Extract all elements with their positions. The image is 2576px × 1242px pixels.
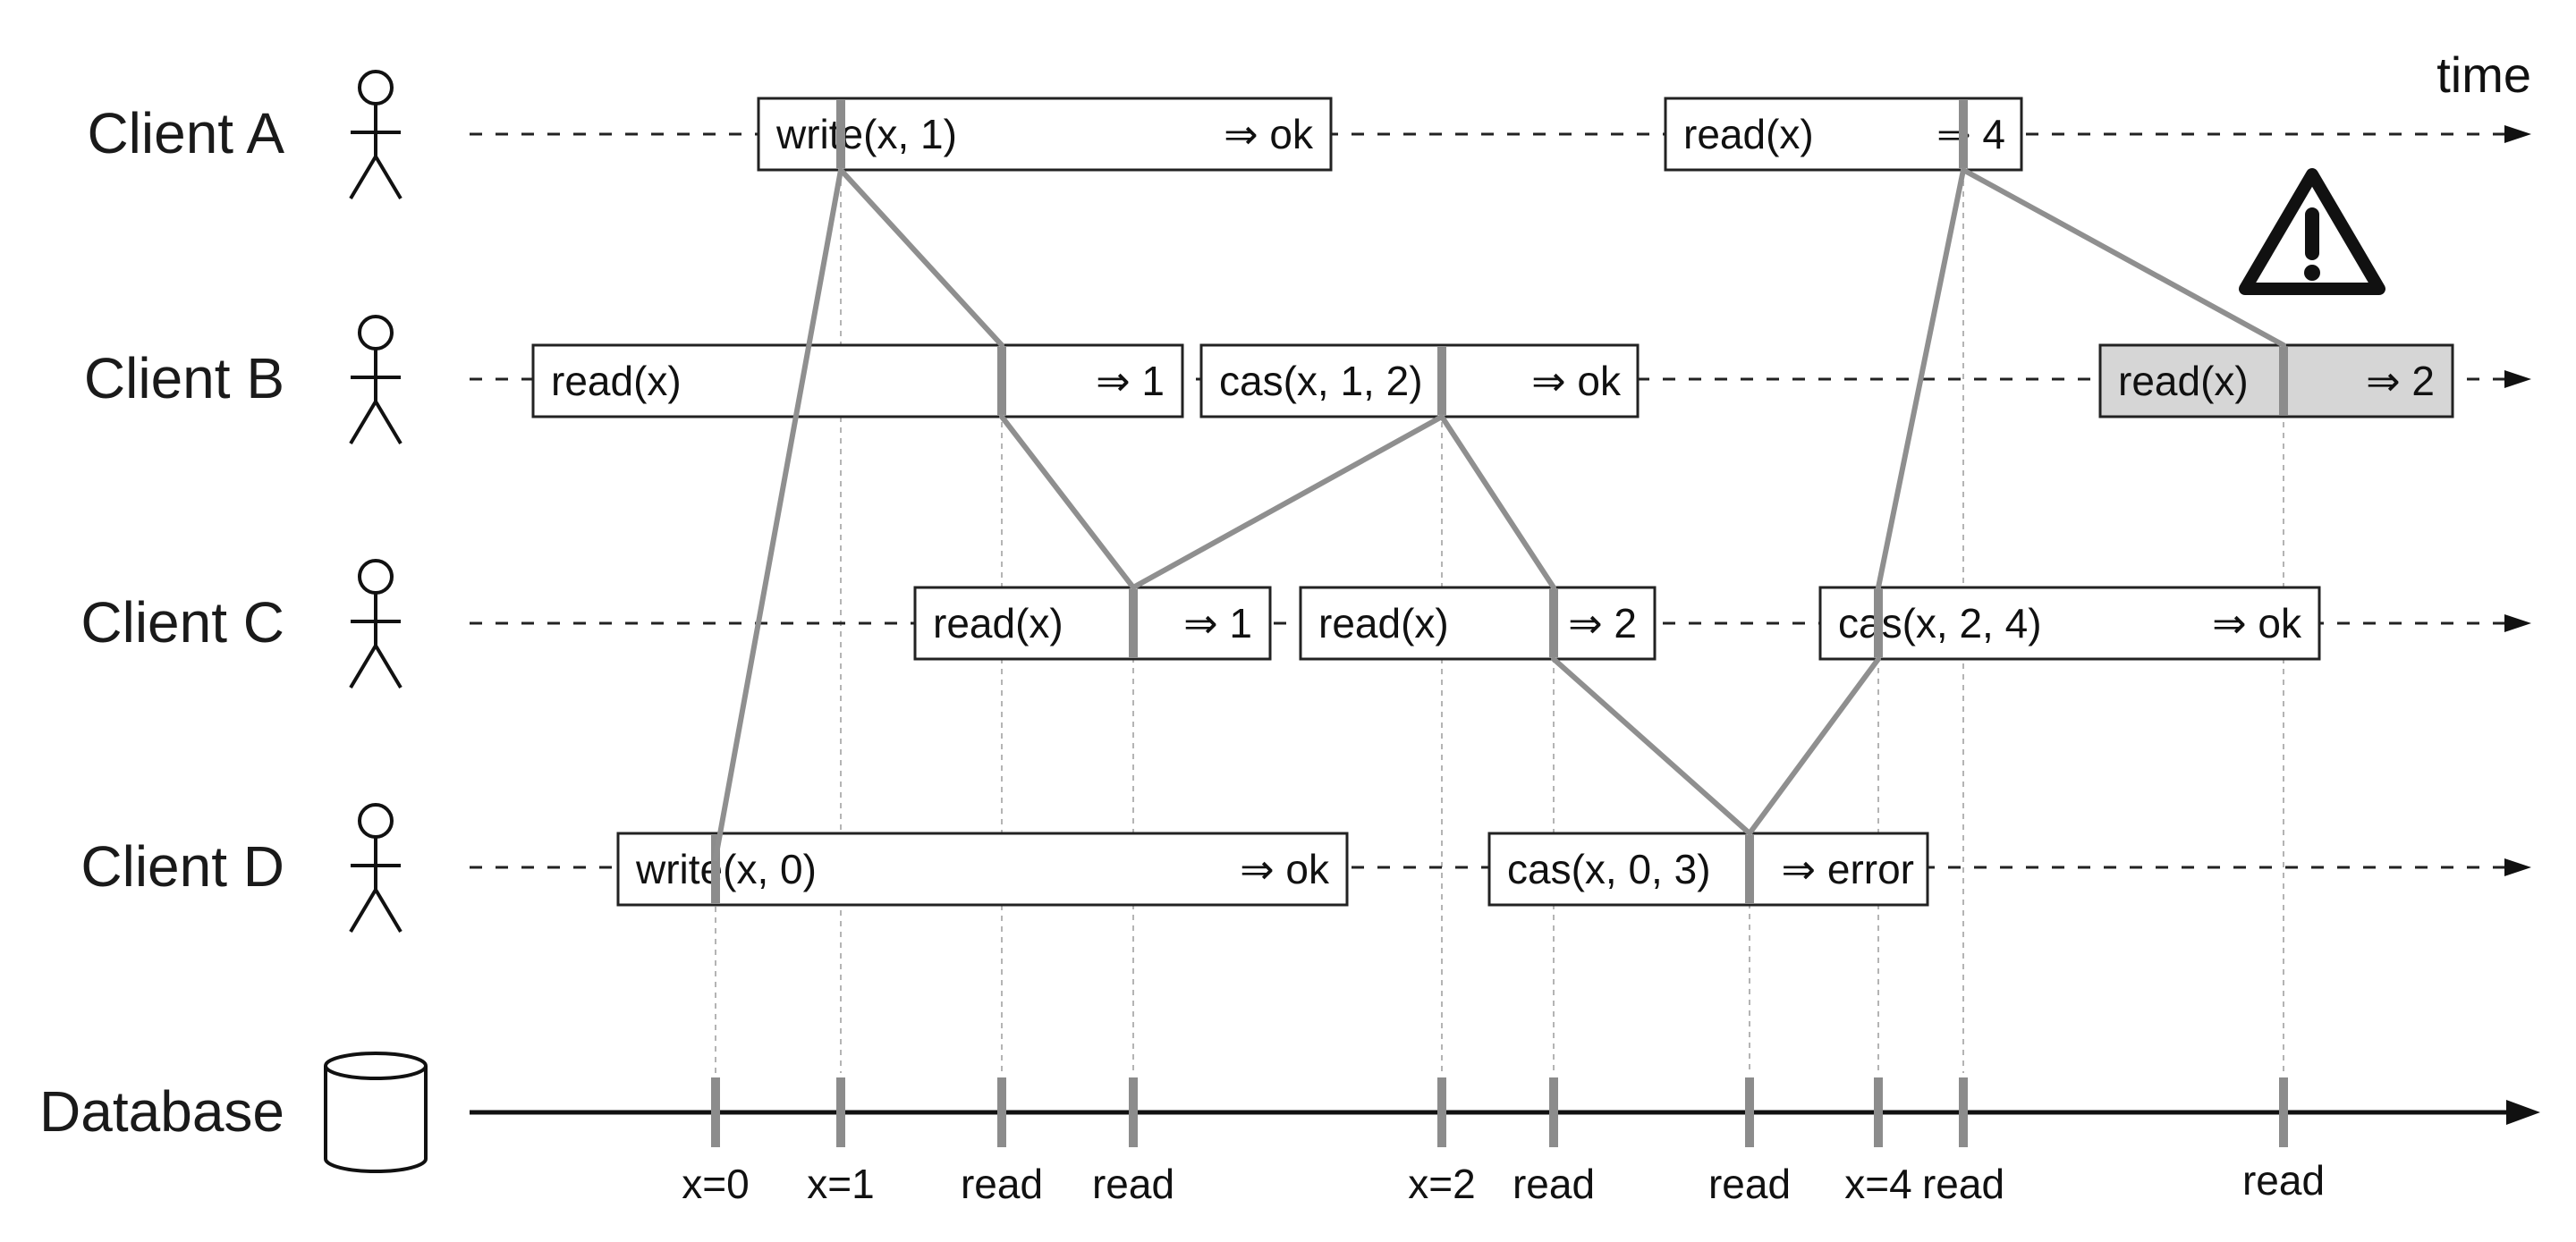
client-label-d: Client D bbox=[80, 834, 284, 899]
operation-label: write(x, 0) bbox=[635, 846, 817, 892]
operation-label: read(x) bbox=[933, 600, 1063, 646]
client-label-b: Client B bbox=[84, 346, 284, 410]
db-tick-label: x=1 bbox=[807, 1161, 874, 1207]
operation-label: read(x) bbox=[551, 358, 682, 404]
operation-result: ⇒ 4 bbox=[1936, 111, 2005, 157]
ordering-line bbox=[1747, 656, 1881, 836]
person-icon bbox=[349, 803, 402, 934]
operation-label: cas(x, 1, 2) bbox=[1219, 358, 1423, 404]
ordering-line bbox=[1876, 167, 1966, 590]
operation-box: cas(x, 0, 3) ⇒ error bbox=[1487, 832, 1929, 907]
operation-box: read(x) ⇒ 1 bbox=[531, 343, 1184, 418]
db-tick-label: read bbox=[2242, 1157, 2325, 1204]
ordering-line bbox=[838, 167, 1004, 348]
client-label-a: Client A bbox=[87, 101, 284, 165]
operation-result: ⇒ 2 bbox=[1568, 600, 1637, 646]
operation-box: cas(x, 1, 2) ⇒ ok bbox=[1199, 343, 1640, 418]
operation-boxes: write(x, 1) ⇒ ok read(x) ⇒ 4 read(x) ⇒ 1… bbox=[531, 97, 2454, 907]
time-label: time bbox=[2436, 46, 2531, 103]
database-row: Database x=0 x=1 read read x=2 read read… bbox=[39, 1052, 2540, 1207]
db-tick-label: read bbox=[1092, 1161, 1174, 1207]
operation-label: read(x) bbox=[1683, 111, 1814, 157]
timeline-arrowhead-a bbox=[2504, 125, 2531, 143]
client-label-c: Client C bbox=[80, 590, 284, 655]
db-tick-label: read bbox=[1708, 1161, 1791, 1207]
ordering-line bbox=[1131, 414, 1445, 590]
operation-result: ⇒ 2 bbox=[2366, 358, 2435, 404]
person-icons bbox=[349, 70, 402, 934]
database-label: Database bbox=[39, 1079, 284, 1144]
db-tick-label: read bbox=[1922, 1161, 2004, 1207]
operation-label: cas(x, 2, 4) bbox=[1838, 600, 2042, 646]
operation-label: cas(x, 0, 3) bbox=[1507, 846, 1711, 892]
operation-box: read(x) ⇒ 2 bbox=[1299, 586, 1657, 661]
operation-result: ⇒ ok bbox=[1240, 846, 1330, 892]
operation-label: write(x, 1) bbox=[775, 111, 957, 157]
linearization-markers bbox=[711, 100, 2288, 903]
ordering-line bbox=[713, 167, 843, 861]
ordering-line bbox=[1439, 414, 1556, 590]
person-icon bbox=[349, 559, 402, 689]
ordering-lines bbox=[713, 167, 2286, 861]
person-icon bbox=[349, 315, 402, 445]
operation-result: ⇒ error bbox=[1782, 846, 1914, 892]
db-tick-label: x=2 bbox=[1408, 1161, 1475, 1207]
operation-result: ⇒ 1 bbox=[1183, 600, 1252, 646]
operation-box: read(x) ⇒ 4 bbox=[1664, 97, 2023, 172]
operation-result: ⇒ ok bbox=[2212, 600, 2302, 646]
operation-box: cas(x, 2, 4) ⇒ ok bbox=[1818, 586, 2321, 661]
warning-icon bbox=[2239, 168, 2385, 295]
db-tick-label: x=4 bbox=[1844, 1161, 1911, 1207]
db-tick-label: x=0 bbox=[682, 1161, 749, 1207]
db-tick-label: read bbox=[1513, 1161, 1595, 1207]
ordering-line bbox=[999, 414, 1136, 590]
ordering-line bbox=[1961, 167, 2286, 348]
db-tick-label: read bbox=[961, 1161, 1043, 1207]
operation-result: ⇒ 1 bbox=[1096, 358, 1165, 404]
client-labels: Client A Client B Client C Client D bbox=[80, 101, 284, 899]
database-icon bbox=[324, 1052, 428, 1173]
operation-result: ⇒ ok bbox=[1224, 111, 1314, 157]
operation-result: ⇒ ok bbox=[1531, 358, 1622, 404]
operation-box-highlighted: read(x) ⇒ 2 bbox=[2098, 343, 2454, 418]
operation-box: read(x) ⇒ 1 bbox=[913, 586, 1272, 661]
person-icon bbox=[349, 70, 402, 200]
operation-box: write(x, 1) ⇒ ok bbox=[757, 97, 1333, 172]
timeline-arrowhead-d bbox=[2504, 858, 2531, 876]
operation-box: write(x, 0) ⇒ ok bbox=[616, 832, 1349, 907]
ordering-line bbox=[1551, 656, 1752, 836]
database-timeline-arrowhead bbox=[2506, 1100, 2540, 1125]
timeline-arrowhead-b bbox=[2504, 370, 2531, 388]
operation-label: read(x) bbox=[1318, 600, 1449, 646]
timeline-arrowhead-c bbox=[2504, 614, 2531, 632]
operation-label: read(x) bbox=[2118, 358, 2249, 404]
